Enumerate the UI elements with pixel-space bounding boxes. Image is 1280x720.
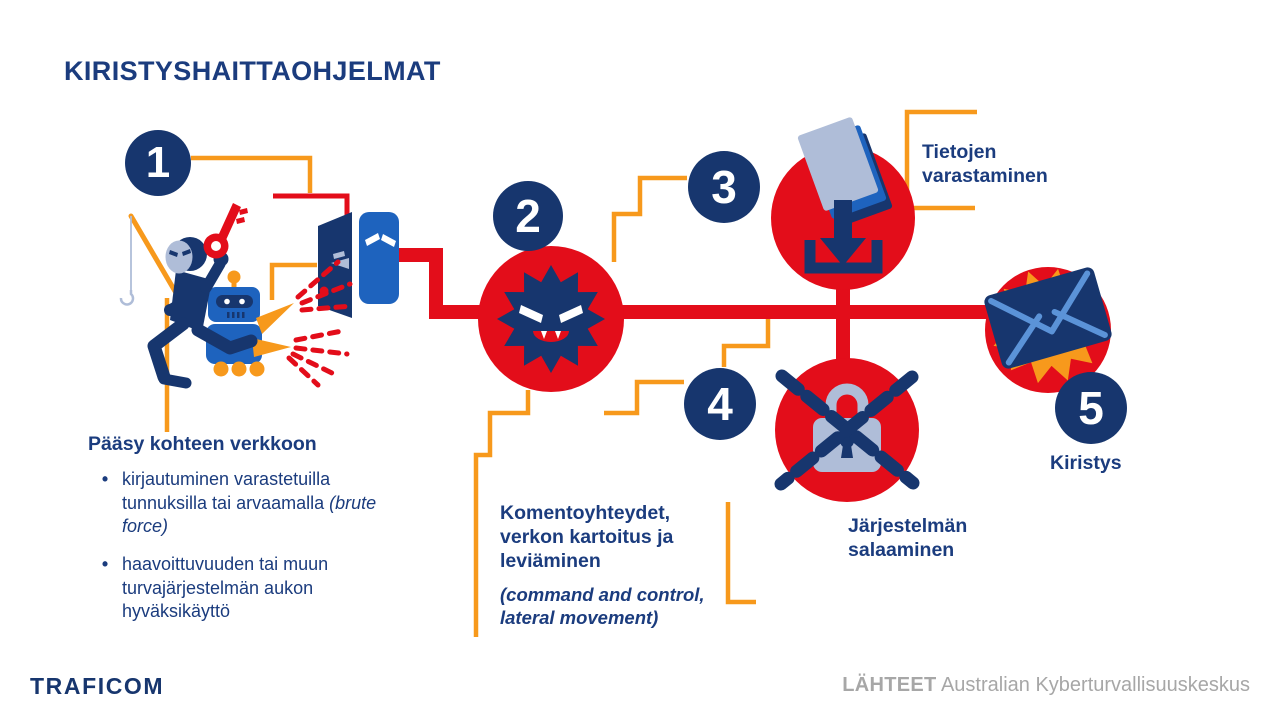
robot-wheel xyxy=(213,361,229,377)
keyhole-slot xyxy=(841,445,853,458)
robot-icon xyxy=(206,259,355,388)
step1-text-block: Pääsy kohteen verkkoon • kirjautuminen v… xyxy=(88,432,428,639)
document-download-icon xyxy=(771,117,915,290)
document-front xyxy=(797,117,879,211)
ransom-envelope-icon xyxy=(984,267,1112,393)
bullet-text: kirjautuminen varastetuilla tunnuksilla … xyxy=(122,469,377,536)
main-red-line xyxy=(397,248,1005,319)
connector-step4-text xyxy=(725,502,756,605)
step4-number-badge: 4 xyxy=(684,368,756,440)
bullet-marker: • xyxy=(101,469,109,490)
attack-ray-dashes xyxy=(286,259,355,388)
connector-robot-door xyxy=(269,262,317,300)
bracket-step3-text xyxy=(904,109,977,211)
virus-icon xyxy=(478,246,624,392)
robot-antenna-ball xyxy=(227,270,241,284)
bullet-item: • haavoittuvuuden tai muun turvajärjeste… xyxy=(88,553,428,623)
step2-subtext: (command and control, lateral movement) xyxy=(500,583,705,629)
sources-text: Australian Kyberturvallisuuskeskus xyxy=(940,674,1250,696)
sources-label: LÄHTEET xyxy=(842,674,937,696)
step4-label: Järjestelmän salaaminen xyxy=(848,515,968,562)
robot-arm-lower xyxy=(252,338,291,357)
connector-virus-badge3 xyxy=(611,175,687,262)
download-arrow-shaft xyxy=(834,200,852,242)
virus-eye-right xyxy=(559,305,583,323)
connector-badge1-door xyxy=(191,155,313,193)
robot-antenna-stem xyxy=(231,281,237,290)
step1-heading: Pääsy kohteen verkkoon xyxy=(88,433,317,455)
thief-key-arm xyxy=(200,258,226,294)
chain-line xyxy=(774,370,919,491)
doorway xyxy=(359,212,399,304)
sources-line: LÄHTEET Australian Kyberturvallisuuskesk… xyxy=(842,674,1250,697)
mask-eye-right xyxy=(182,249,191,256)
connector-lines xyxy=(164,109,977,637)
virus-body xyxy=(497,265,605,373)
connector-badge4-left xyxy=(604,379,684,416)
step5-label: Kiristys xyxy=(1050,452,1122,474)
virus-fang-right xyxy=(555,331,561,339)
mask-eye-left xyxy=(169,250,178,257)
bullet-item: • kirjautuminen varastetuilla tunnuksill… xyxy=(88,468,428,538)
bullet-italic-text: (brute force) xyxy=(122,492,377,536)
thief-leg-front xyxy=(147,317,190,384)
bullet-marker: • xyxy=(101,554,109,575)
thief-mask xyxy=(165,240,193,274)
connector-virus-step2-text xyxy=(473,390,531,637)
robot-eye-left xyxy=(224,298,230,305)
bullet-text: haavoittuvuuden tai muun turvajärjestelm… xyxy=(122,554,329,622)
stolen-key-icon xyxy=(203,203,248,259)
robot-wheel xyxy=(249,361,265,377)
envelope-folds xyxy=(1005,308,1108,366)
page-title: KIRISTYSHAITTAOHJELMAT xyxy=(64,56,441,86)
robot-arm-upper xyxy=(256,303,294,334)
step2-number-badge: 2 xyxy=(493,181,563,251)
chained-padlock-icon xyxy=(774,358,920,502)
step3-label: Tietojen varastaminen xyxy=(922,141,1048,188)
envelope-flap xyxy=(988,270,1091,335)
traficom-logo: TRAFICOM xyxy=(30,673,165,699)
step5-number-badge: 5 xyxy=(1055,372,1127,444)
open-door-icon xyxy=(318,212,399,318)
robot-wheel xyxy=(231,361,247,377)
robot-mouth-grill xyxy=(227,312,245,318)
main-flow-lines xyxy=(397,248,1005,372)
step2-text-block: Komentoyhteydet, verkon kartoitus ja lev… xyxy=(500,501,760,630)
step2-heading: Komentoyhteydet, verkon kartoitus ja lev… xyxy=(500,502,674,573)
download-arrow-head xyxy=(820,238,866,266)
masked-thief-icon xyxy=(119,203,258,389)
step3-number-badge: 3 xyxy=(688,151,760,223)
virus-eye-left xyxy=(519,305,543,323)
robot-visor xyxy=(216,295,253,308)
step1-number-badge: 1 xyxy=(125,130,191,196)
padlock-shackle xyxy=(825,383,869,421)
connector-mainline-badge4 xyxy=(721,319,771,367)
angry-eye-right xyxy=(381,234,396,247)
virus-fang-left xyxy=(541,331,547,339)
thief-leg-back xyxy=(191,323,258,355)
download-tray xyxy=(804,240,883,274)
thief-foot xyxy=(158,373,192,389)
step1-bullet-list: • kirjautuminen varastetuilla tunnuksill… xyxy=(88,468,428,623)
fishing-hook xyxy=(119,290,135,306)
door-face-eye xyxy=(333,251,345,259)
angry-eye-left xyxy=(365,233,380,246)
robot-eye-right xyxy=(239,298,245,305)
virus-mouth xyxy=(533,331,569,342)
envelope-body xyxy=(984,267,1112,369)
